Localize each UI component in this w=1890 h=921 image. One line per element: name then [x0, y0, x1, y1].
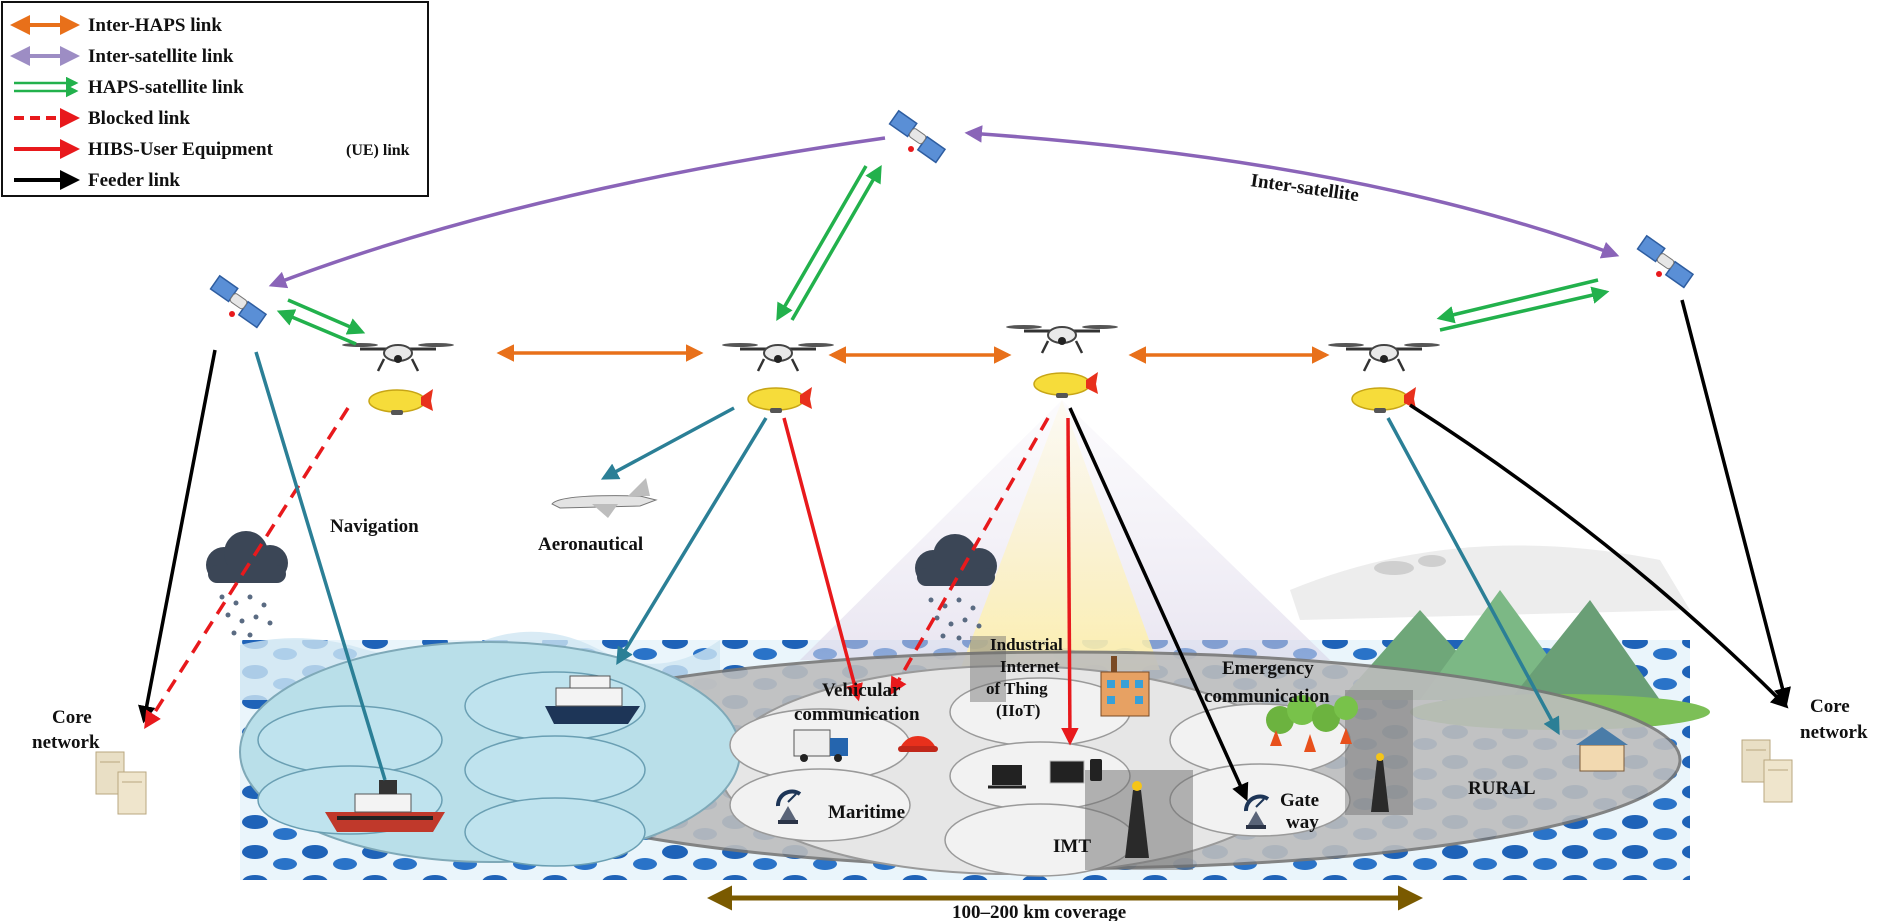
- drone-4-icon: [1326, 341, 1442, 373]
- car-icon: [898, 736, 938, 752]
- blocked-link-left: [144, 407, 350, 729]
- trees-icon: [1266, 695, 1358, 752]
- core-server-left-icon: [95, 751, 147, 815]
- legend-label: HAPS-satellite link: [88, 77, 244, 98]
- legend-label: Blocked link: [88, 108, 190, 129]
- blimp-4-icon: [1351, 386, 1417, 414]
- factory-icon: [1100, 656, 1150, 717]
- iiot-label-2: Internet: [1000, 657, 1060, 676]
- links: [138, 125, 1791, 911]
- legend-item: Inter-satellite link: [10, 46, 234, 67]
- haps-satellite-link-top-a: [776, 165, 868, 322]
- drone-2-icon: [720, 341, 836, 373]
- feeder-link-right-haps: [1409, 403, 1789, 709]
- legend-item: HAPS-satellite link: [14, 76, 244, 98]
- hibs-ue-link-iiot: [1061, 417, 1079, 746]
- inter-satellite-link-right: [964, 125, 1620, 259]
- rain-cloud-left-icon: [206, 531, 288, 638]
- gateway-label-1: Gate: [1280, 790, 1319, 811]
- haps-satellite-link-top-b: [790, 164, 882, 321]
- devices-icon: [988, 759, 1102, 789]
- blimp-3-icon: [1033, 371, 1099, 399]
- haps-satellite-link-right-a: [1436, 278, 1599, 324]
- core-server-right-icon: [1741, 739, 1793, 803]
- rural-link: [1386, 417, 1560, 736]
- airplane-icon: [551, 478, 658, 518]
- cruise-ship-icon: [545, 675, 640, 724]
- gateway-label-2: way: [1286, 812, 1319, 833]
- emergency-label-1: Emergency: [1222, 658, 1314, 679]
- aeronautical-link: [600, 406, 735, 480]
- legend-item: HIBS-User Equipment (UE) link: [14, 139, 410, 160]
- core-network-right-label-1: Core: [1810, 696, 1850, 717]
- haps-satellite-link-right-b: [1439, 286, 1610, 332]
- inter-satellite-link-left: [268, 136, 886, 289]
- legend-label: Inter-HAPS link: [88, 15, 222, 36]
- blocked-link-center: [890, 417, 1050, 696]
- legend-label-sub: (UE) link: [346, 142, 410, 159]
- satellite-left-icon: [209, 275, 267, 329]
- legend-label: Inter-satellite link: [88, 46, 234, 67]
- legend-item: Blocked link: [14, 108, 190, 129]
- iiot-label-3: of Thing: [986, 679, 1048, 698]
- iiot-box: [970, 636, 1006, 702]
- coverage-beam-narrow: [960, 400, 1160, 670]
- small-clouds-icon: [1374, 555, 1446, 575]
- navigation-link: [254, 351, 387, 781]
- iiot-label-1: Industrial: [990, 635, 1063, 654]
- legend-item: Inter-HAPS link: [10, 15, 222, 36]
- satellite-top-icon: [888, 110, 946, 164]
- ship-icon: [325, 780, 445, 832]
- feeder-link-right-sat: [1680, 299, 1791, 706]
- satellite-right-icon: [1636, 235, 1694, 289]
- coverage-label: 100–200 km coverage: [952, 902, 1126, 921]
- feeder-link-left: [138, 349, 217, 724]
- core-network-left-label-2: network: [32, 732, 100, 753]
- legend-label: HIBS-User Equipment: [88, 139, 274, 160]
- blimp-1-icon: [368, 388, 434, 416]
- core-network-left-label-1: Core: [52, 707, 92, 728]
- haps-satellite-link-left-b: [287, 298, 366, 335]
- inter-satellite-label: Inter-satellite: [1249, 170, 1360, 206]
- feeder-link-gateway: [1068, 407, 1249, 802]
- drone-3-icon: [1004, 323, 1120, 355]
- core-network-right-label-2: network: [1800, 722, 1868, 743]
- maritime-label: Maritime: [828, 802, 905, 823]
- vehicular-label-1: Vehicular: [822, 680, 901, 701]
- hibs-ue-link-vehicular: [782, 417, 863, 702]
- rural-house-icon: [1576, 727, 1628, 772]
- legend-item: Feeder link: [14, 170, 180, 191]
- imt-label: IMT: [1053, 836, 1091, 857]
- vehicular-label-2: communication: [794, 704, 920, 725]
- drone-1-icon: [340, 341, 456, 373]
- haps-satellite-link-left-a: [276, 309, 357, 346]
- blimp-2-icon: [747, 386, 813, 414]
- aeronautical-label: Aeronautical: [538, 534, 643, 555]
- legend-label: Feeder link: [88, 170, 180, 191]
- rural-label: RURAL: [1468, 778, 1536, 799]
- navigation-label: Navigation: [330, 516, 419, 537]
- iiot-label-4: (IIoT): [996, 701, 1040, 720]
- maritime-ship-link: [616, 417, 768, 665]
- emergency-label-2: communication: [1204, 686, 1330, 707]
- gateway-tower-icon: [1371, 753, 1389, 812]
- imt-tower-icon: [1125, 781, 1149, 858]
- truck-icon: [793, 729, 848, 762]
